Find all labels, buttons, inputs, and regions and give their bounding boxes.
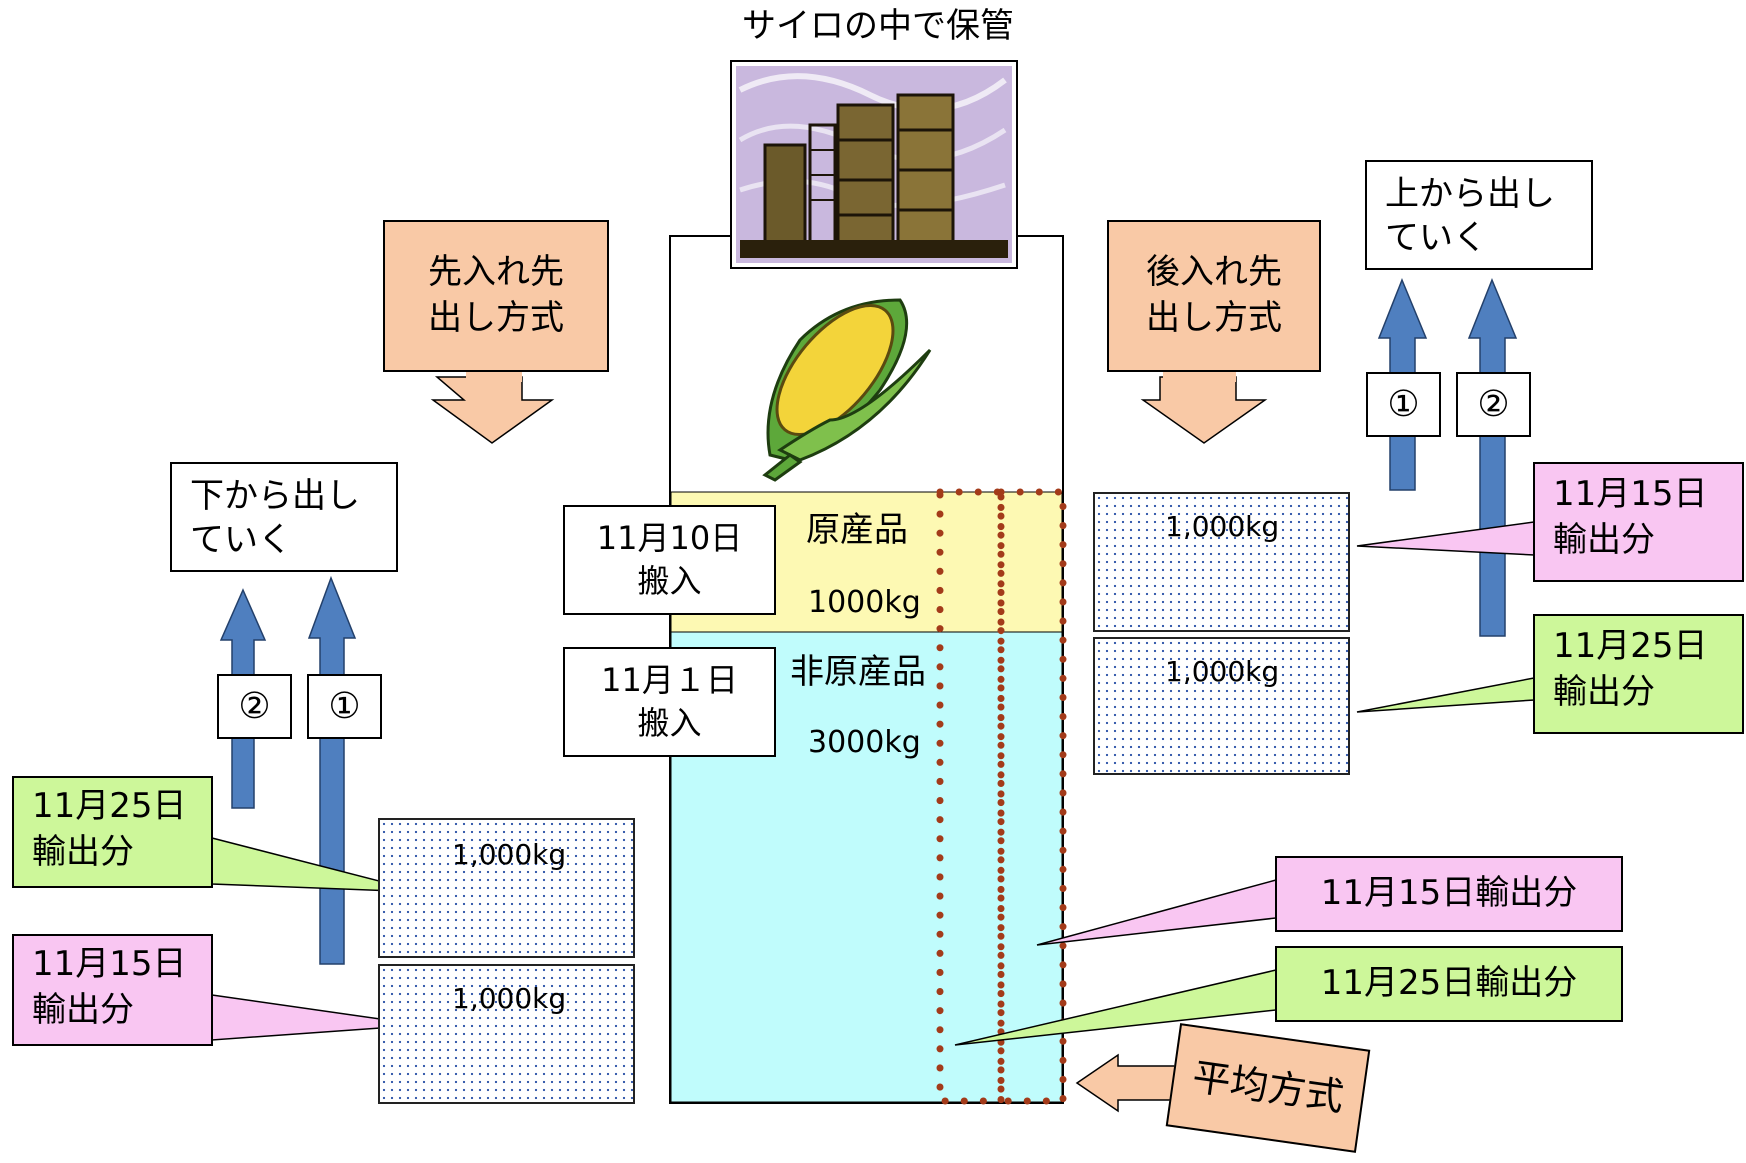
silo-building-image bbox=[730, 60, 1018, 269]
fifo-arrow-label-2: ② bbox=[217, 674, 292, 739]
origin-arrival-action: 搬入 bbox=[637, 562, 702, 600]
lifo-callout-nov25: 11月25日 輸出分 bbox=[1533, 614, 1744, 734]
fifo-block-lower: 1,000kg bbox=[378, 964, 635, 1104]
average-callout-nov15: 11月15日輸出分 bbox=[1275, 856, 1623, 932]
fifo-block-upper-amount: 1,000kg bbox=[452, 838, 567, 871]
average-callout-nov25: 11月25日輸出分 bbox=[1275, 946, 1623, 1022]
non-origin-arrival-action: 搬入 bbox=[637, 704, 702, 742]
lifo-arrow-label-1: ① bbox=[1366, 372, 1441, 437]
lifo-exit-line-1: 上から出し bbox=[1385, 174, 1555, 214]
fifo-exit-line-2: ていく bbox=[190, 520, 292, 561]
origin-arrival-date: 11月10日 bbox=[596, 518, 743, 557]
lifo-callout-nov25-export: 輸出分 bbox=[1553, 671, 1655, 712]
lifo-block-lower: 1,000kg bbox=[1093, 637, 1350, 775]
diagram-title: サイロの中で保管 bbox=[742, 6, 1014, 46]
non-origin-arrival-box: 11月１日 搬入 bbox=[563, 647, 776, 757]
fifo-block-lower-amount: 1,000kg bbox=[452, 982, 567, 1015]
non-origin-product-label: 非原産品 bbox=[790, 652, 926, 692]
non-origin-arrival-date: 11月１日 bbox=[601, 660, 738, 699]
corn-image bbox=[762, 298, 932, 482]
lifo-arrow-label-2: ② bbox=[1456, 372, 1531, 437]
fifo-block-upper: 1,000kg bbox=[378, 818, 635, 958]
fifo-exit-line-1: 下から出し bbox=[190, 476, 360, 516]
lifo-callout-nov15-export: 輸出分 bbox=[1553, 519, 1655, 560]
fifo-callout-nov25: 11月25日 輸出分 bbox=[12, 776, 213, 888]
fifo-callout-nov25-export: 輸出分 bbox=[32, 831, 134, 872]
fifo-arrow-label-1: ① bbox=[307, 674, 382, 739]
fifo-callout-nov25-date: 11月25日 bbox=[32, 786, 187, 826]
lifo-callout-25-pointer bbox=[1356, 677, 1535, 713]
lifo-label-line-2: 出し方式 bbox=[1146, 298, 1282, 338]
fifo-label-line-2: 出し方式 bbox=[428, 298, 564, 338]
fifo-callout-nov15-export: 輸出分 bbox=[32, 989, 134, 1030]
average-dotted-columns bbox=[936, 488, 1067, 1105]
non-origin-product-amount: 3000kg bbox=[808, 725, 921, 760]
fifo-label-line-1: 先入れ先 bbox=[428, 252, 564, 293]
lifo-callout-nov25-date: 11月25日 bbox=[1553, 626, 1708, 666]
lifo-down-arrow bbox=[1140, 376, 1268, 444]
fifo-exit-label: 下から出し ていく bbox=[170, 462, 398, 572]
lifo-callout-nov15: 11月15日 輸出分 bbox=[1533, 462, 1744, 582]
lifo-arrow-2 bbox=[1467, 278, 1518, 637]
lifo-block-lower-amount: 1,000kg bbox=[1165, 655, 1280, 688]
fifo-down-arrow bbox=[430, 376, 555, 444]
origin-product-label: 原産品 bbox=[806, 510, 908, 550]
lifo-callout-15-pointer bbox=[1356, 521, 1535, 556]
origin-product-amount: 1000kg bbox=[808, 585, 921, 620]
average-callout-15-pointer bbox=[1036, 879, 1277, 946]
fifo-arrow-1 bbox=[307, 575, 357, 965]
origin-arrival-box: 11月10日 搬入 bbox=[563, 505, 776, 615]
lifo-method-label: 後入れ先 出し方式 bbox=[1107, 220, 1321, 372]
lifo-label-line-1: 後入れ先 bbox=[1146, 252, 1282, 293]
lifo-block-upper-amount: 1,000kg bbox=[1165, 510, 1280, 543]
lifo-block-upper: 1,000kg bbox=[1093, 492, 1350, 632]
lifo-exit-line-2: ていく bbox=[1385, 218, 1487, 259]
fifo-callout-nov15: 11月15日 輸出分 bbox=[12, 934, 213, 1046]
fifo-method-label: 先入れ先 出し方式 bbox=[383, 220, 609, 372]
lifo-callout-nov15-date: 11月15日 bbox=[1553, 474, 1708, 514]
lifo-exit-label: 上から出し ていく bbox=[1365, 160, 1593, 270]
fifo-callout-nov15-date: 11月15日 bbox=[32, 944, 187, 984]
